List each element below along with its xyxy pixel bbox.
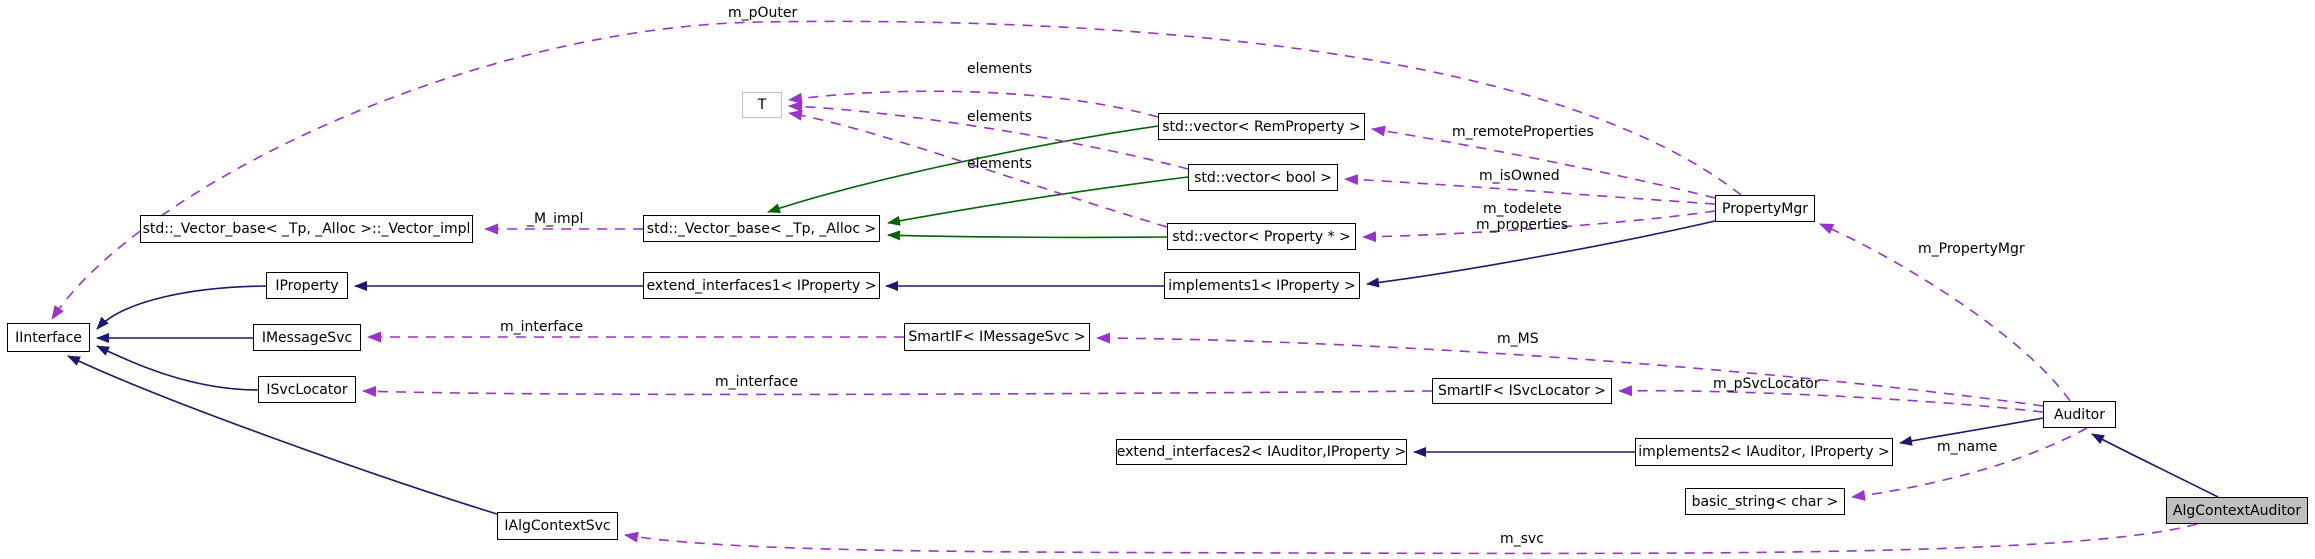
edge-m-psvclocator: [1618, 385, 2044, 413]
edge-label-m-impl: _M_impl: [527, 211, 584, 227]
edge-m-interface-isvc: [362, 385, 1433, 397]
edge-label-m-properties: m_properties: [1476, 217, 1569, 233]
node-implements2[interactable]: implements2< IAuditor, IProperty >: [1635, 438, 1893, 466]
edge-label-m-psvclocator: m_pSvcLocator: [1713, 376, 1820, 392]
edge-m-name: [1851, 427, 2088, 501]
node-propertymgr[interactable]: PropertyMgr: [1715, 195, 1815, 222]
node-iinterface[interactable]: IInterface: [7, 323, 90, 352]
node-ialgcontextsvc[interactable]: IAlgContextSvc: [497, 512, 618, 540]
node-isvclocator[interactable]: ISvcLocator: [258, 376, 356, 403]
edge-label-m-remoteproperties: m_remoteProperties: [1452, 124, 1594, 140]
edge-label-m-isowned: m_isOwned: [1479, 168, 1560, 184]
edge-label-m-svc: m_svc: [1500, 531, 1544, 547]
edge-propertymgr-to-implements1: [1366, 220, 1716, 288]
node-extend-interfaces1[interactable]: extend_interfaces1< IProperty >: [643, 272, 880, 299]
node-basic-string[interactable]: basic_string< char >: [1685, 488, 1845, 515]
edge-m-ms: [1096, 332, 2044, 407]
edge-vecprop-to-vectorbase: [887, 230, 1168, 241]
node-smartif-imessagesvc[interactable]: SmartIF< IMessageSvc >: [904, 323, 1090, 351]
edge-label-m-todelete: m_todelete: [1483, 201, 1562, 217]
edge-label-m-propertymgr: m_PropertyMgr: [1918, 241, 2025, 257]
edge-m-propertymgr: [1819, 223, 2071, 402]
edge-elements-vecbool-to-t: [788, 100, 1189, 170]
edge-label-m-pouter: m_pOuter: [728, 5, 798, 21]
node-vector-bool[interactable]: std::vector< bool >: [1188, 164, 1338, 191]
edge-elements-vecprop-to-t: [788, 109, 1168, 228]
edge-m-isowned: [1344, 174, 1716, 205]
edge-isvclocator-to-iinterface: [96, 345, 259, 391]
edge-label-elements-1: elements: [967, 61, 1033, 77]
edge-vecbool-to-vectorbase: [887, 176, 1189, 226]
node-vector-property[interactable]: std::vector< Property * >: [1167, 223, 1356, 250]
node-imessagesvc[interactable]: IMessageSvc: [253, 324, 361, 351]
node-vector-remproperty[interactable]: std::vector< RemProperty >: [1158, 113, 1365, 140]
node-implements1[interactable]: implements1< IProperty >: [1164, 272, 1360, 299]
edge-ialgcontextsvc-to-iinterface: [67, 355, 498, 515]
node-vector-impl[interactable]: std::_Vector_base< _Tp, _Alloc >::_Vecto…: [140, 215, 473, 243]
edge-algcontextauditor-to-auditor: [2091, 433, 2219, 498]
node-template-param-t[interactable]: T: [742, 92, 782, 118]
edge-m-pouter: [51, 20, 1742, 320]
node-auditor[interactable]: Auditor: [2043, 401, 2116, 428]
edge-label-m-ms: m_MS: [1497, 331, 1539, 347]
edge-label-m-name: m_name: [1937, 439, 1998, 455]
node-smartif-isvclocator[interactable]: SmartIF< ISvcLocator >: [1432, 378, 1612, 404]
edge-elements-vecrem-to-t: [788, 90, 1159, 118]
node-algcontextauditor: AlgContextAuditor: [2166, 497, 2308, 524]
edge-label-m-interface-1: m_interface: [500, 319, 584, 335]
edge-m-remoteproperties: [1371, 125, 1716, 199]
edge-m-todelete-properties: [1362, 210, 1716, 243]
edge-label-elements-3: elements: [967, 156, 1033, 172]
edge-auditor-to-implements2: [1899, 417, 2044, 446]
edge-iproperty-to-iinterface: [96, 285, 267, 330]
edge-vecrem-to-vectorbase: [767, 125, 1159, 213]
edge-label-m-interface-2: m_interface: [715, 374, 799, 390]
node-extend-interfaces2[interactable]: extend_interfaces2< IAuditor,IProperty >: [1116, 439, 1407, 465]
edge-m-svc: [624, 523, 2198, 555]
node-vector-base[interactable]: std::_Vector_base< _Tp, _Alloc >: [643, 215, 880, 242]
edge-label-elements-2: elements: [967, 109, 1033, 125]
node-iproperty[interactable]: IProperty: [266, 272, 348, 299]
